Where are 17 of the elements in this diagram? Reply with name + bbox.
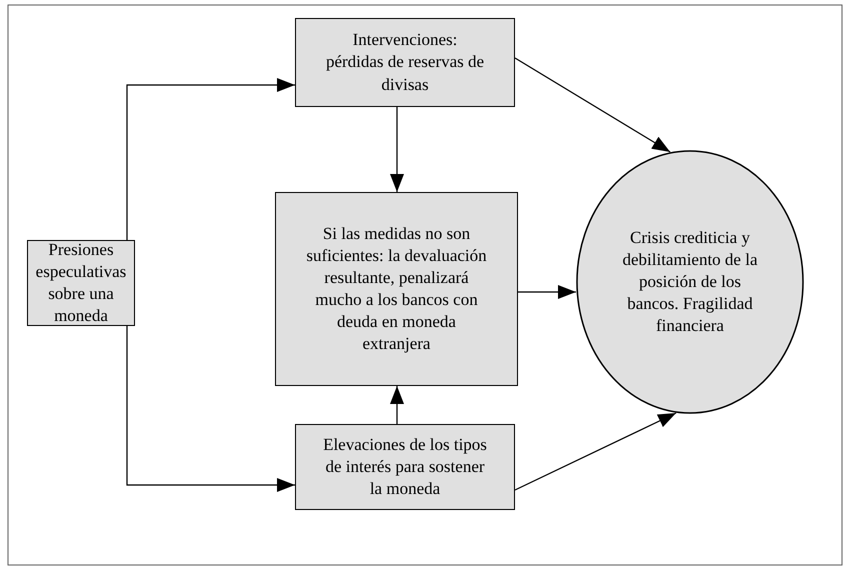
node-text: Intervenciones: pérdidas de reservas de divisas bbox=[324, 29, 486, 96]
process-box bbox=[275, 192, 518, 386]
node-text: Si las medidas no son suficientes: la devaluación resultante, penalizará mucho a los bancos con deuda en moneda extranjera bbox=[305, 222, 488, 356]
process-box bbox=[27, 240, 135, 326]
process-box bbox=[295, 18, 515, 107]
arrow bbox=[390, 386, 404, 424]
arrow bbox=[390, 107, 404, 192]
arrow bbox=[514, 57, 671, 153]
node-text: Crisis crediticia y debilitamiento de la posición de los bancos. Fragilidad financiera bbox=[621, 226, 758, 338]
arrow bbox=[126, 326, 295, 492]
process-box bbox=[295, 424, 515, 510]
node-text: Presiones especulativas sobre una moneda bbox=[34, 238, 128, 328]
arrow bbox=[518, 285, 576, 299]
node-text: Elevaciones de los tipos de interés para sostener la moneda bbox=[322, 434, 488, 500]
outcome-ellipse bbox=[576, 150, 804, 414]
arrow bbox=[126, 78, 295, 240]
arrow bbox=[514, 412, 676, 491]
